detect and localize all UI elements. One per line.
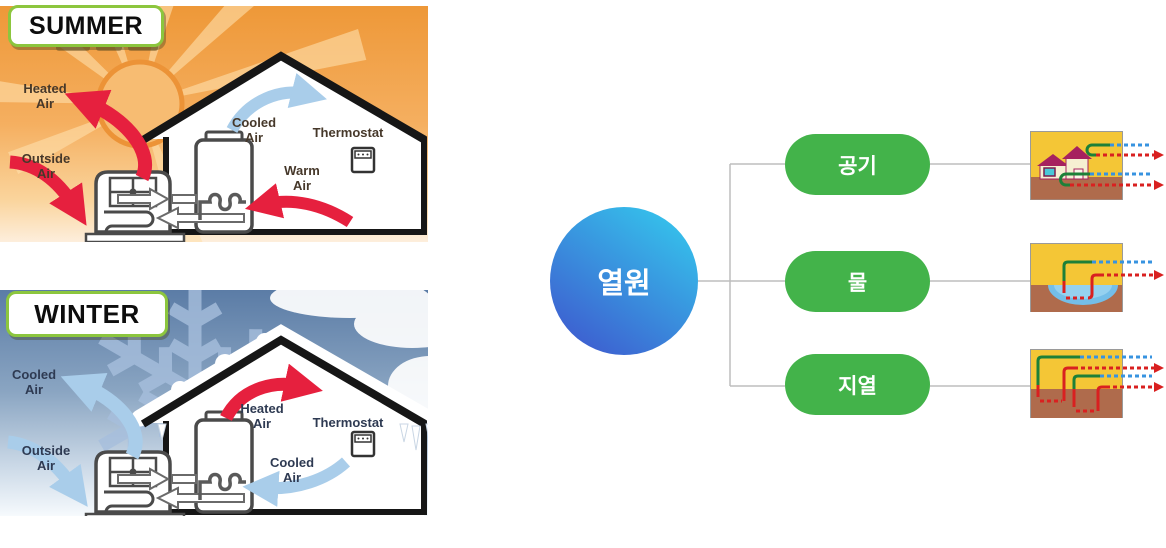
label-winter-heated-air: Heated Air [240,401,284,431]
outside-air-arrow [9,155,87,226]
winter-illustration [0,290,428,516]
outdoor-heat-pump-unit [84,170,186,242]
branch-air: 공기 [785,134,930,195]
cooled-air-arrow [226,73,327,134]
refrigerant-pipes [117,187,246,230]
pipe-arrow-in [117,467,171,491]
summer-illustration [0,6,428,242]
pipe-loop [1062,260,1154,300]
thermostat-icon [350,430,376,458]
label-summer-warm-air: Warm Air [284,163,320,193]
machinery [84,410,254,516]
icicles [157,423,428,451]
label-winter-thermostat: Thermostat [312,415,384,430]
summer-title: SUMMER [28,11,144,40]
summer-panel [0,6,428,242]
heated-air-arrow [220,363,323,422]
label-winter-cooled-air-out: Cooled Air [11,367,57,397]
label-summer-thermostat: Thermostat [312,125,384,140]
pipe-loops [1059,143,1154,187]
label-summer-heated-air: Heated Air [23,81,67,111]
outside-air-arrow [7,435,88,507]
winter-title: WINTER [34,298,140,329]
winter-panel [0,290,428,516]
cooled-air-in-arrow [242,457,351,507]
unit-base [84,512,186,516]
indoor-furnace-unit [194,130,254,234]
warm-air-arrow [244,183,354,228]
coil [198,472,246,500]
label-summer-cooled-air: Cooled Air [231,115,277,145]
geothermal-thumbnail-icon [1030,349,1164,418]
label-winter-outside-air: Outside Air [21,443,71,473]
winter-title-badge: WINTER [6,291,168,337]
label-winter-cooled-air-in: Cooled Air [269,455,315,485]
water-source-thumbnail-icon [1030,243,1164,312]
branch-water: 물 [785,251,930,312]
indoor-furnace-unit [194,418,254,514]
thermostat-icon [350,146,376,174]
heated-air-arrow [64,89,153,182]
cooled-air-out-arrow [60,372,143,460]
air-source-thumbnail-icon [1030,131,1164,200]
branch-geothermal: 지열 [785,354,930,415]
pipe-loops [1036,355,1154,413]
summer-title-badge: SUMMER [8,5,164,47]
label-summer-outside-air: Outside Air [21,151,71,181]
flow-connector-lines [698,163,1030,387]
heat-source-root-node: 열원 [550,207,698,355]
